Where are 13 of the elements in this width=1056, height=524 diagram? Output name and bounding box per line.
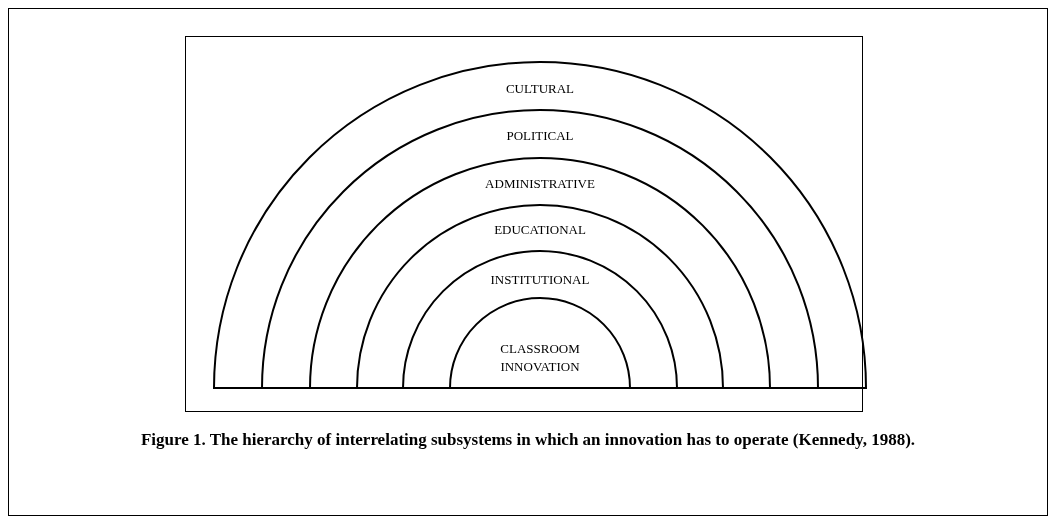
band-label: EDUCATIONAL — [494, 221, 586, 239]
semicircle-band — [403, 251, 677, 388]
semicircle-band — [262, 110, 818, 388]
semicircle-band — [450, 298, 630, 388]
semicircle-band — [357, 205, 723, 388]
band-label: POLITICAL — [506, 127, 574, 145]
semicircle-band — [310, 158, 770, 388]
caption: Figure 1. The hierarchy of interrelating subsystems in which an innovation has to operate (Kennedy, 1988). — [140, 429, 916, 451]
band-label: CULTURAL — [505, 80, 575, 98]
band-label: INSTITUTIONAL — [490, 271, 590, 289]
band-label: CLASSROOM INNOVATION — [499, 340, 581, 376]
semicircle-band — [214, 62, 866, 388]
band-label: ADMINISTRATIVE — [485, 175, 595, 193]
